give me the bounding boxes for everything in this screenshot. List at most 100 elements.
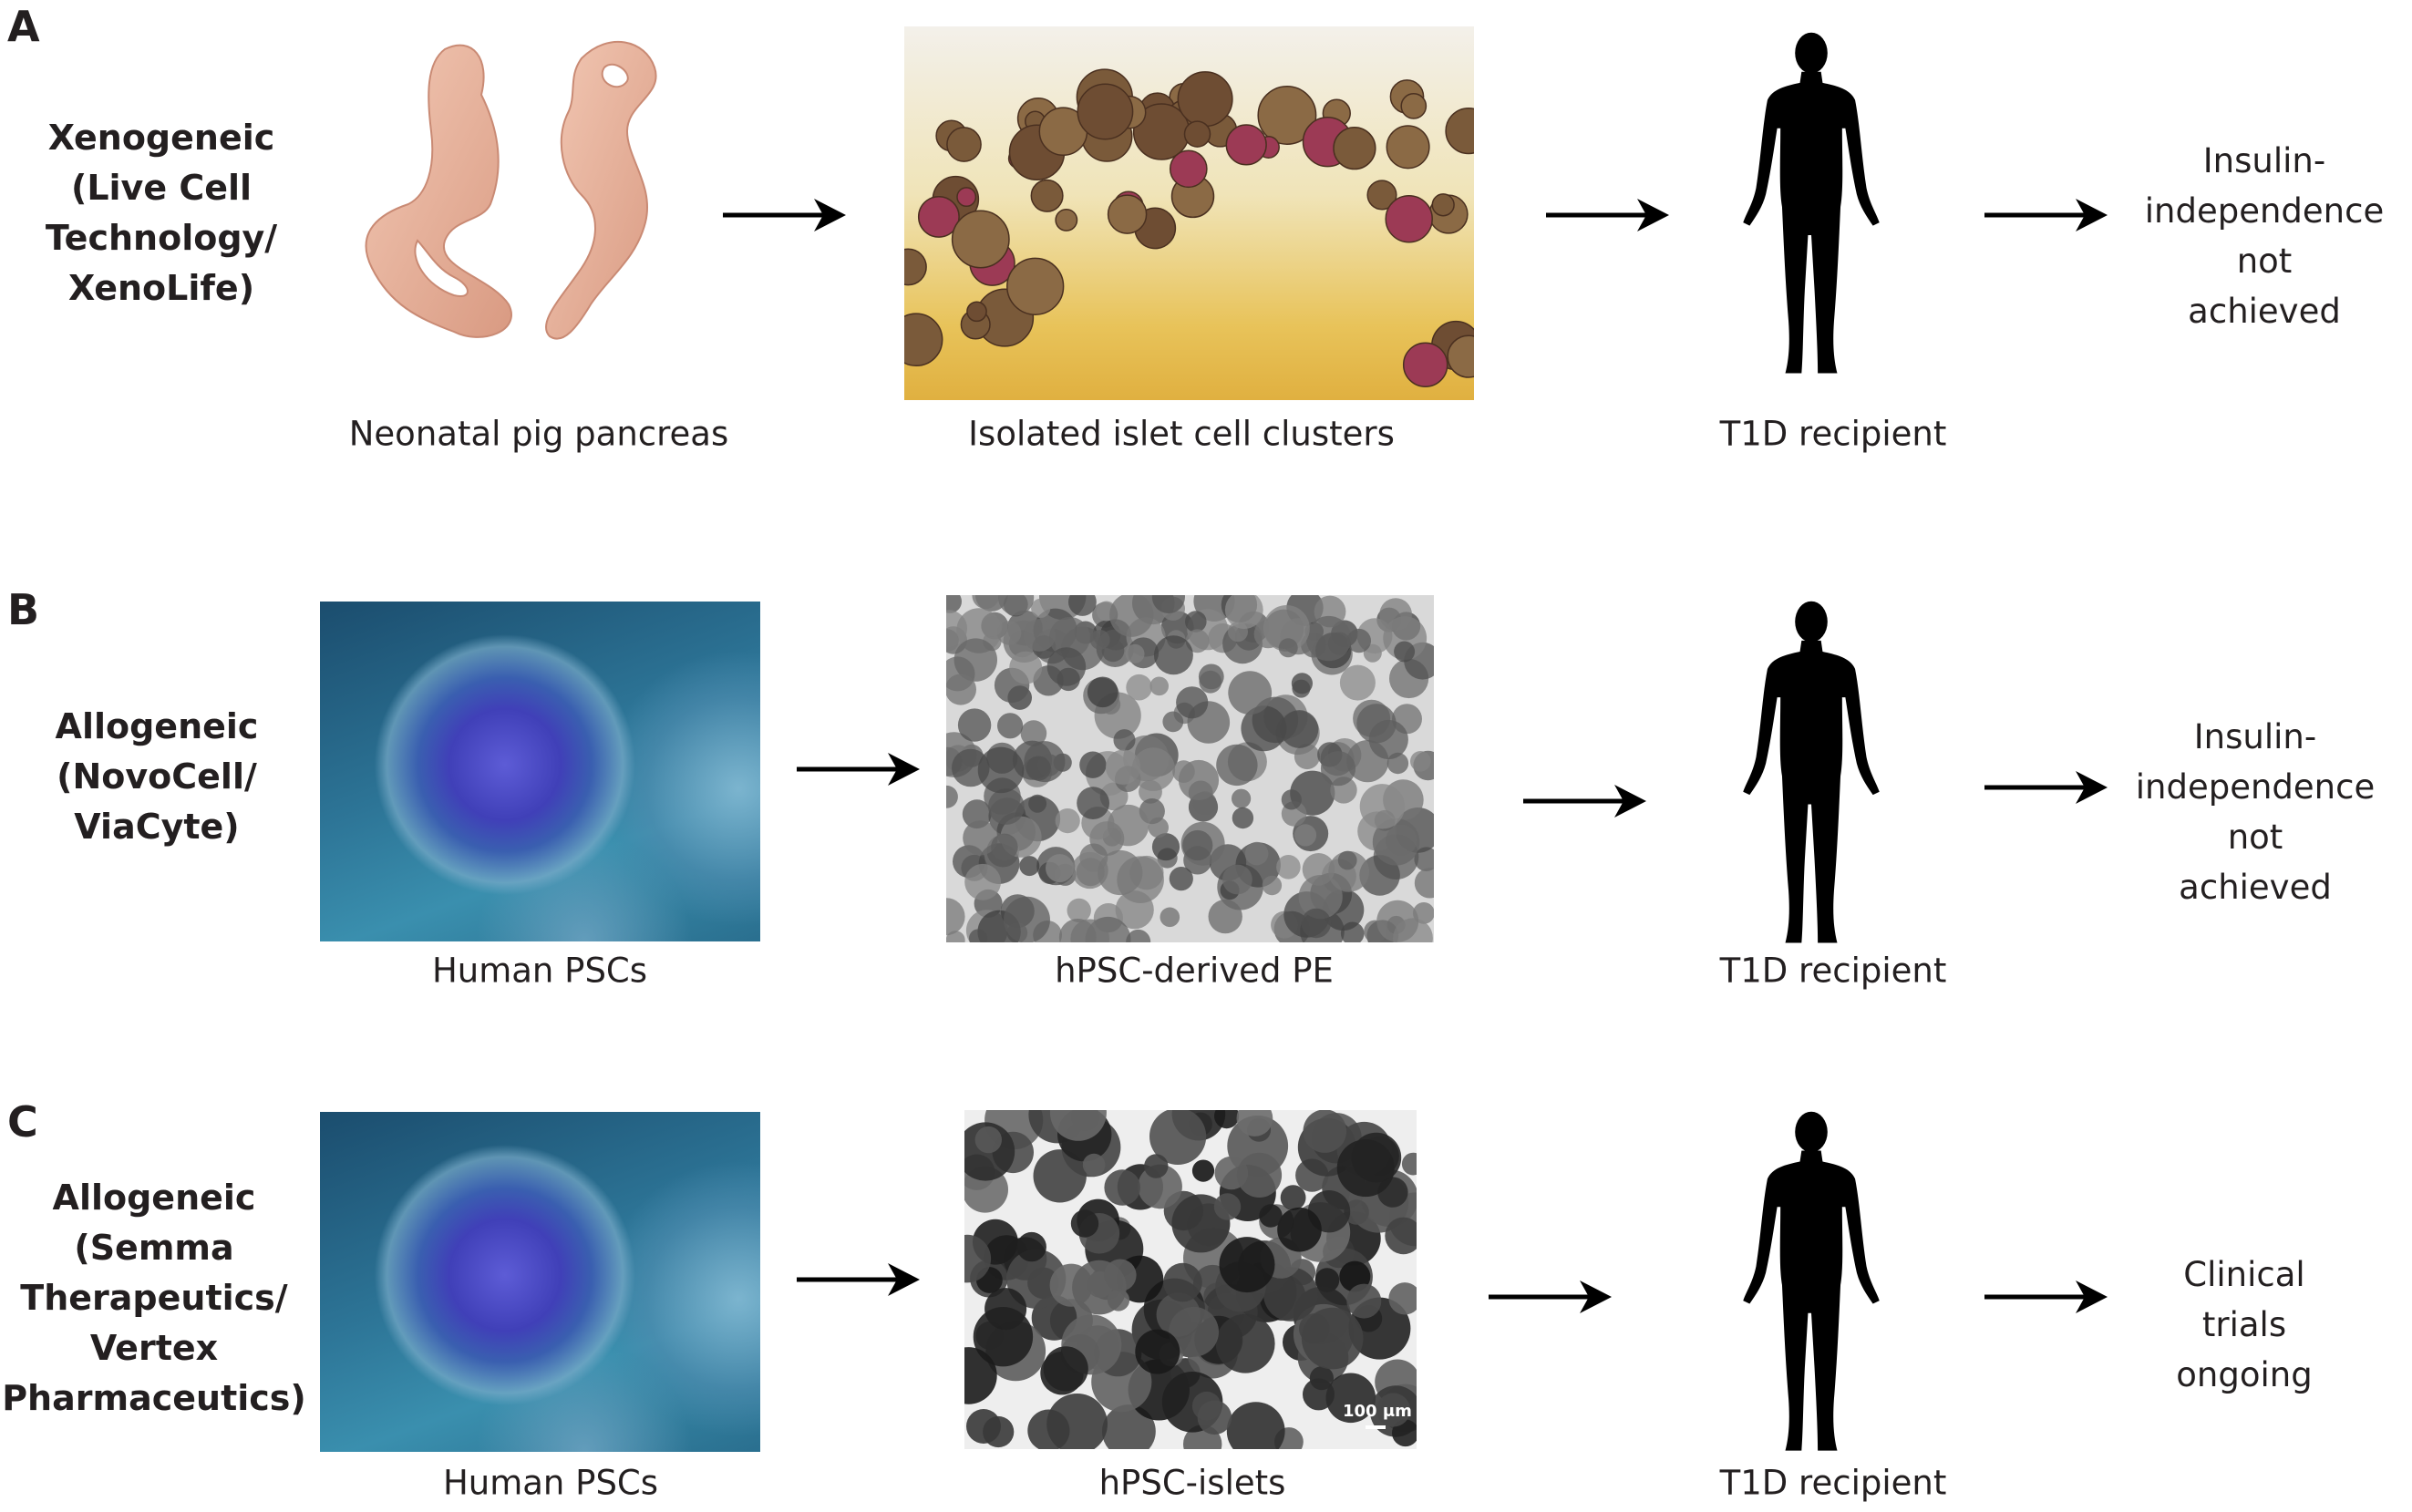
cell-cluster	[1333, 126, 1376, 170]
scale-bar-label: 100 μm	[1343, 1402, 1412, 1421]
cell-cluster	[1149, 1110, 1207, 1165]
cell-cluster	[1388, 1282, 1417, 1315]
cell-cluster	[946, 629, 959, 653]
cell-cluster	[1026, 756, 1051, 781]
cell-cluster	[1213, 1193, 1242, 1220]
cell-cluster	[1079, 751, 1107, 778]
cell-cluster	[1087, 676, 1118, 708]
cell-cluster	[1401, 1152, 1417, 1176]
cell-cluster	[957, 708, 992, 742]
cell-cluster	[1055, 208, 1078, 231]
cell-cluster	[946, 127, 982, 162]
cell-cluster	[1113, 729, 1136, 752]
cell-cluster	[972, 595, 1000, 610]
cell-cluster	[988, 788, 1025, 825]
cell-cluster	[1325, 1373, 1376, 1424]
cell-cluster	[1219, 1237, 1275, 1293]
cell-cluster	[1228, 671, 1273, 715]
islet-clusters-image	[904, 26, 1474, 400]
cell-cluster	[1160, 907, 1180, 928]
cell-cluster	[1070, 919, 1109, 942]
cell-cluster	[1225, 124, 1267, 166]
cell-cluster	[1392, 1419, 1417, 1447]
cell-cluster	[1359, 784, 1406, 829]
cell-cluster	[1346, 628, 1371, 653]
cell-cluster	[1104, 1169, 1140, 1206]
cell-cluster	[1169, 149, 1208, 189]
cell-cluster	[1006, 257, 1065, 315]
cell-cluster	[1385, 194, 1433, 243]
cell-cluster	[1006, 1249, 1067, 1309]
outcome-c: Clinical trials ongoing	[2176, 1255, 2313, 1394]
cell-cluster	[1185, 611, 1207, 633]
cell-cluster	[1281, 789, 1302, 810]
cell-cluster	[1172, 760, 1195, 783]
cell-cluster	[1236, 1152, 1283, 1198]
cell-cluster	[983, 1415, 1015, 1448]
cell-cluster	[1125, 643, 1145, 663]
cell-cluster	[1208, 899, 1242, 934]
cell-cluster	[1294, 824, 1317, 847]
cell-cluster	[1105, 749, 1141, 785]
cell-cluster	[963, 820, 998, 856]
cell-cluster	[1262, 875, 1283, 896]
human-silhouette-icon	[1730, 1110, 1892, 1454]
cell-cluster	[1278, 638, 1298, 658]
cell-cluster	[1216, 744, 1258, 787]
cell-cluster	[1046, 1394, 1108, 1449]
cell-cluster	[1023, 619, 1057, 652]
cell-cluster	[1131, 747, 1176, 791]
cell-cluster	[1277, 1207, 1322, 1252]
cell-cluster	[1070, 1209, 1099, 1238]
cell-cluster	[1410, 751, 1431, 772]
cell-cluster	[1305, 615, 1352, 662]
caption-pig-pancreas: Neonatal pig pancreas	[348, 414, 729, 454]
cell-cluster	[1197, 1400, 1232, 1435]
panel-letter-b: B	[7, 585, 40, 634]
human-silhouette-icon	[1730, 31, 1892, 376]
cell-cluster	[1276, 855, 1301, 879]
row-label-a: Xenogeneic (Live Cell Technology/ XenoLi…	[45, 118, 278, 308]
cell-cluster	[1102, 1404, 1156, 1449]
cell-cluster	[1303, 1378, 1335, 1411]
cell-cluster	[953, 638, 997, 682]
cell-cluster	[1292, 679, 1311, 698]
human-psc-image	[320, 1112, 760, 1452]
caption-islet-clusters: Isolated islet cell clusters	[968, 414, 1395, 454]
cell-cluster	[1049, 617, 1090, 658]
cell-cluster	[1301, 1307, 1364, 1370]
cell-cluster	[1030, 179, 1064, 212]
cell-cluster	[1298, 875, 1343, 920]
caption-hpsc-pe: hPSC-derived PE	[1055, 951, 1334, 991]
caption-recipient-a: T1D recipient	[1719, 414, 1947, 454]
cell-cluster	[991, 833, 1018, 861]
hpsc-derived-pe-image	[946, 595, 1434, 942]
cell-cluster	[1402, 342, 1448, 387]
cell-cluster	[1280, 1185, 1306, 1210]
cell-cluster	[1144, 1154, 1169, 1178]
cell-cluster	[1153, 635, 1193, 675]
cell-cluster	[1031, 598, 1051, 618]
cell-cluster	[1082, 1153, 1106, 1177]
caption-human-psc-b: Human PSCs	[431, 951, 648, 991]
human-psc-image	[320, 602, 760, 941]
cell-cluster	[1394, 641, 1416, 663]
cell-cluster	[1028, 794, 1047, 813]
cell-cluster	[1236, 1110, 1273, 1137]
cell-cluster	[1149, 676, 1169, 696]
cell-cluster	[1135, 1329, 1180, 1374]
cell-cluster	[1359, 855, 1400, 896]
cell-cluster	[1356, 704, 1397, 744]
cell-cluster	[1263, 605, 1310, 652]
cell-cluster	[1046, 647, 1087, 686]
cell-cluster	[1259, 1204, 1283, 1228]
cell-cluster	[917, 195, 960, 238]
cell-cluster	[1215, 1313, 1275, 1373]
cell-cluster	[997, 713, 1024, 739]
cell-cluster	[1182, 829, 1213, 861]
cell-cluster	[1257, 86, 1317, 145]
cell-cluster	[1224, 595, 1263, 630]
cell-cluster	[1177, 71, 1233, 128]
cell-cluster	[1414, 847, 1434, 871]
cell-cluster	[1241, 705, 1287, 752]
